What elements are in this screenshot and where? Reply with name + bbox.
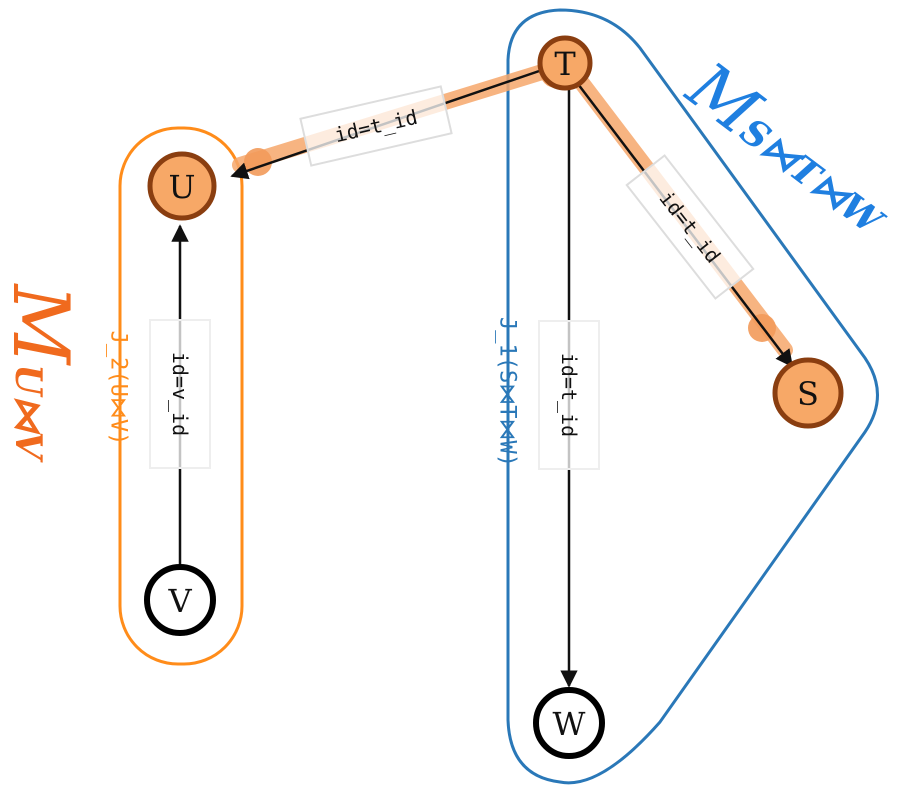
group-stw-join-label: J_1(S⋈T⋈W): [495, 317, 520, 467]
group-uv-title: MU⋈V: [0, 282, 85, 462]
edge-label-t-w-text: id=t_id: [557, 353, 581, 437]
node-u: U: [147, 151, 217, 221]
edge-label-v-u-text: id=v_id: [168, 352, 192, 436]
svg-text:MU⋈V: MU⋈V: [0, 282, 85, 462]
group-uv-title-m: M: [0, 282, 85, 366]
node-v: V: [144, 564, 216, 636]
group-uv-join-label: J_2(U⋈V): [106, 331, 131, 446]
edge-label-v-u: id=v_id: [149, 319, 211, 469]
node-w: W: [533, 687, 605, 759]
group-stw-title-subscript: S⋈T⋈W: [732, 110, 892, 245]
node-s-label: S: [797, 375, 819, 413]
node-s: S: [772, 357, 844, 429]
group-uv-outline: [118, 126, 244, 666]
node-v-label: V: [167, 582, 192, 620]
node-w-label: W: [553, 705, 586, 743]
node-t: T: [537, 35, 593, 91]
group-stw-outline: [506, 8, 879, 785]
edge-label-t-u: id=t_id: [299, 85, 453, 167]
highlight-dot-t-u-end: [244, 148, 272, 176]
node-u-label: U: [169, 168, 196, 206]
group-uv-title-subscript: U⋈V: [7, 364, 49, 462]
node-t-label: T: [554, 45, 576, 83]
edge-label-t-w: id=t_id: [538, 320, 600, 470]
